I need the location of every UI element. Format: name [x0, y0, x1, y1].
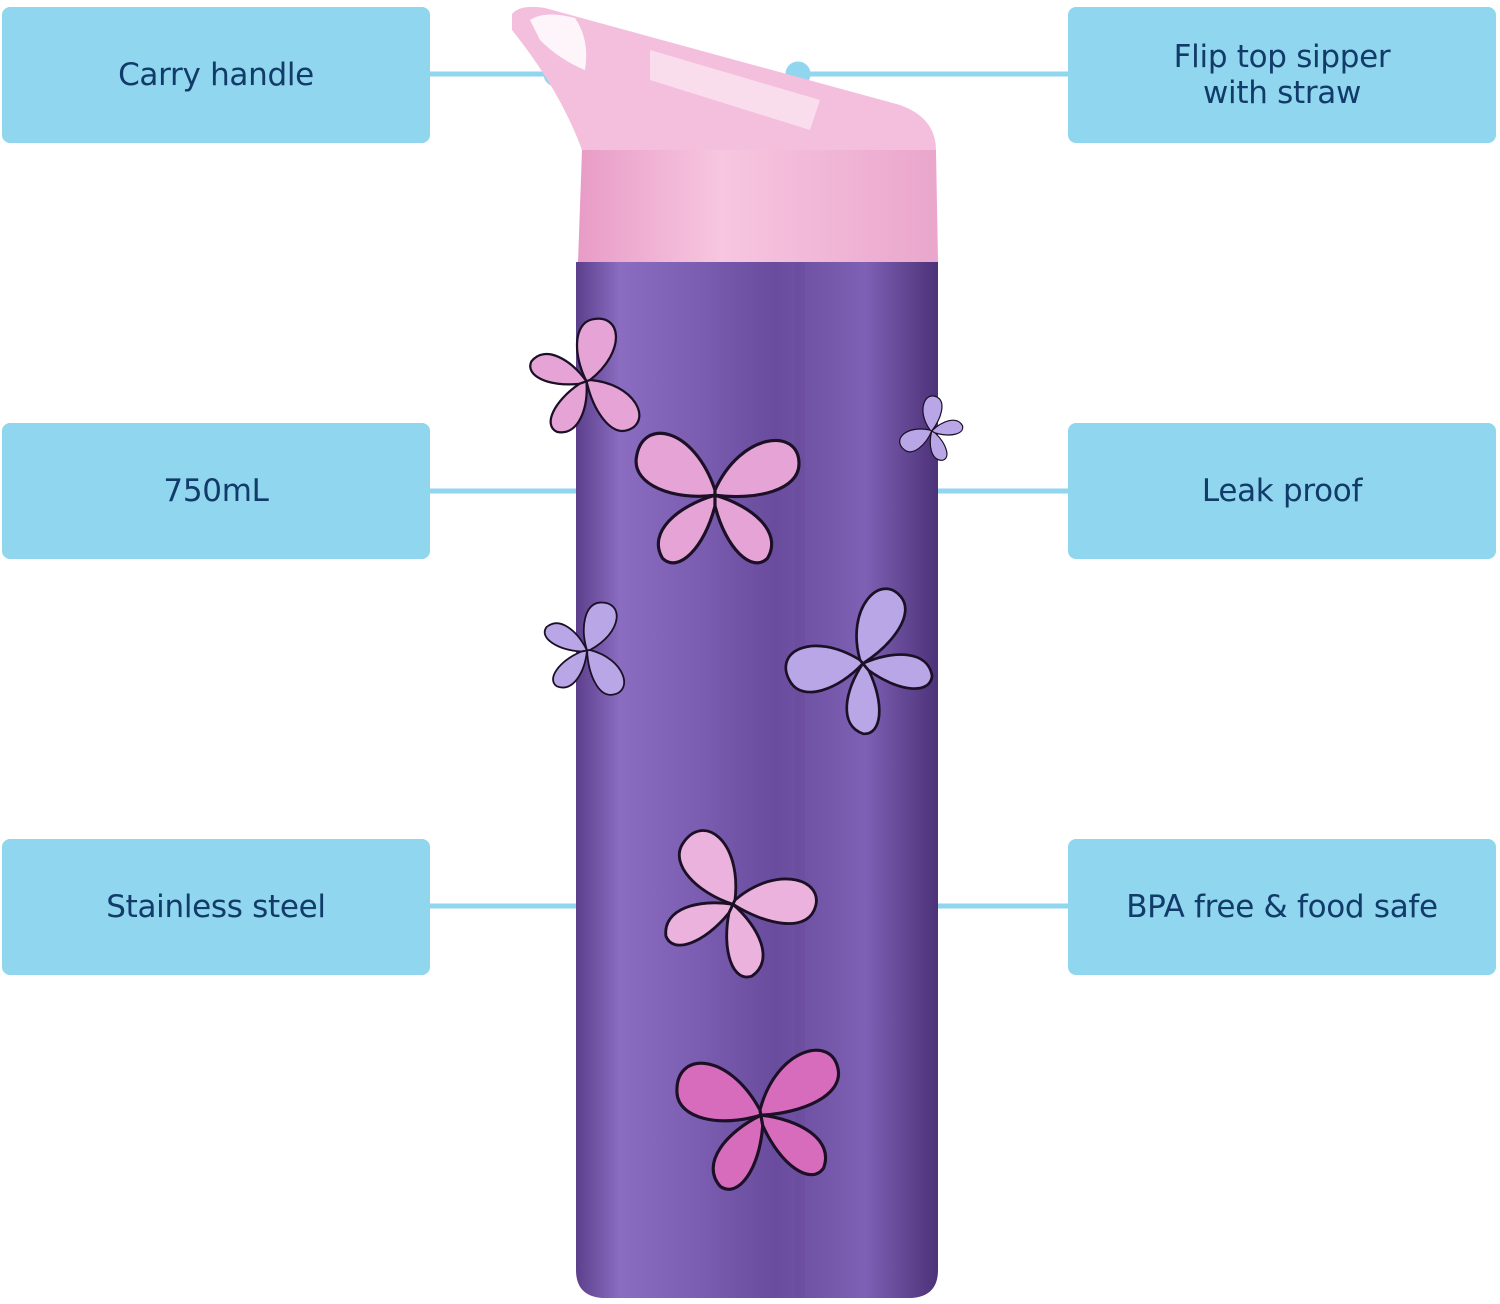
bottle [512, 6, 971, 1298]
callout-flip-top: Flip top sipper with straw [1068, 7, 1496, 143]
callout-capacity-text: 750mL [163, 473, 269, 509]
bottle-body [576, 262, 938, 1298]
callout-material: Stainless steel [2, 839, 430, 975]
callout-leak-proof-text: Leak proof [1201, 473, 1363, 509]
handle-opening [530, 14, 587, 71]
callout-material-text: Stainless steel [106, 889, 326, 925]
bottle-lid [578, 150, 938, 262]
callout-capacity: 750mL [2, 423, 430, 559]
callout-bpa-free: BPA free & food safe [1068, 839, 1496, 975]
callout-leak-proof: Leak proof [1068, 423, 1496, 559]
callout-bpa-free-text: BPA free & food safe [1126, 889, 1438, 925]
callout-flip-top-text: Flip top sipper with straw [1173, 39, 1391, 111]
callout-carry-handle-text: Carry handle [118, 57, 314, 93]
callout-carry-handle: Carry handle [2, 7, 430, 143]
straw-window [650, 50, 820, 130]
